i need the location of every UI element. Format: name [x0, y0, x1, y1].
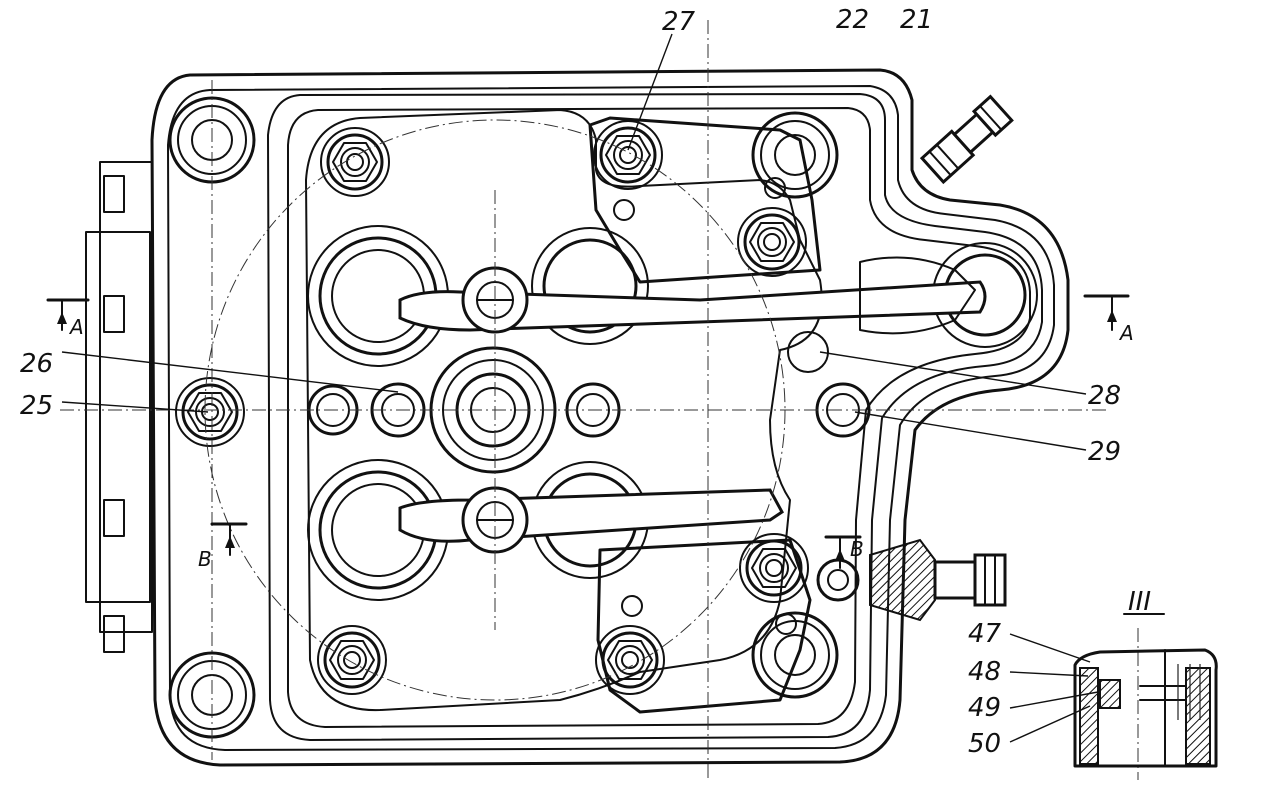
label-29: 29: [1088, 437, 1121, 467]
rocker-arm-upper: [398, 256, 987, 335]
callout-28: 28: [819, 351, 1121, 411]
callout-50: 50: [968, 705, 1091, 759]
detail-title: III: [1128, 587, 1151, 617]
label-27: 27: [662, 7, 696, 37]
nut-upper-right: [736, 206, 808, 278]
callout-22: 22: [836, 5, 869, 35]
section-letter-a-left: A: [68, 315, 84, 339]
centerlines: [60, 20, 1110, 780]
section-letter-b-left: B: [198, 547, 212, 571]
section-mark-b-left: B: [198, 522, 248, 571]
callout-47: 47: [968, 619, 1091, 663]
section-letter-a-right: A: [1118, 321, 1134, 345]
label-26: 26: [20, 349, 53, 379]
label-21: 21: [900, 5, 933, 35]
inner-chamber: [305, 109, 823, 712]
label-50: 50: [968, 729, 1001, 759]
callout-26: 26: [20, 349, 399, 393]
section-mark-a-left: A: [46, 298, 90, 339]
nut-lower-center: [594, 624, 666, 696]
callout-21: 21: [900, 5, 933, 35]
callout-25: 25: [20, 391, 209, 421]
nut-left-center: [174, 376, 246, 448]
detail-view-iii: III: [1073, 587, 1218, 780]
label-48: 48: [968, 657, 1001, 687]
label-47: 47: [968, 619, 1002, 649]
callout-48: 48: [968, 657, 1089, 687]
nut-upper-center: [592, 119, 664, 191]
nut-upper-left: [319, 126, 391, 198]
nut-right-bottom: [816, 558, 860, 602]
label-25: 25: [20, 391, 53, 421]
section-mark-b-right: B: [824, 535, 864, 569]
rocker-bracket-upper: [588, 116, 822, 284]
label-49: 49: [968, 693, 1001, 723]
callout-29: 29: [854, 411, 1121, 467]
label-28: 28: [1088, 381, 1121, 411]
fitting-lower-right: [869, 538, 1007, 622]
valve-bores: [307, 225, 1038, 601]
head-body: [150, 68, 1070, 767]
callout-49: 49: [968, 691, 1099, 723]
section-letter-b-right: B: [850, 537, 864, 561]
nut-lower-left: [316, 624, 388, 696]
label-22: 22: [836, 5, 869, 35]
flange-bolts: [103, 175, 125, 653]
section-mark-a-right: A: [1083, 294, 1134, 345]
callout-27: 27: [627, 7, 696, 151]
fitting-upper-right: [919, 94, 1014, 185]
